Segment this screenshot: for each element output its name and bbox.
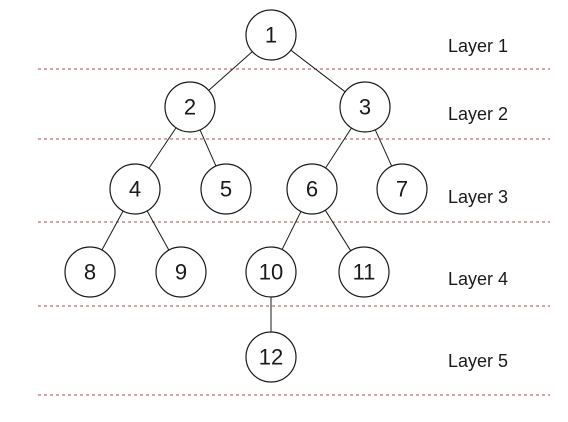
node-circle: [155, 246, 207, 298]
layer-label-3: Layer 3: [448, 187, 508, 207]
tree-node-3: 3: [339, 81, 391, 133]
layer-dividers: [38, 68, 550, 396]
layer-label-2: Layer 2: [448, 104, 508, 124]
node-label: 6: [306, 177, 318, 202]
node-circle: [339, 81, 391, 133]
layer-label-5: Layer 5: [448, 351, 508, 371]
node-label: 1: [265, 23, 277, 48]
tree-node-6: 6: [286, 163, 338, 215]
tree-node-12: 12: [245, 331, 297, 383]
node-label: 10: [259, 260, 283, 285]
node-label: 8: [84, 260, 96, 285]
node-label: 9: [175, 260, 187, 285]
tree-node-11: 11: [338, 246, 390, 298]
node-circle: [286, 163, 338, 215]
tree-node-5: 5: [200, 163, 252, 215]
node-circle: [64, 246, 116, 298]
tree-node-1: 1: [245, 9, 297, 61]
node-circle: [245, 246, 297, 298]
node-label: 3: [359, 95, 371, 120]
tree-node-7: 7: [376, 163, 428, 215]
edge-n3-n6: [325, 127, 352, 169]
node-label: 5: [220, 177, 232, 202]
edge-n2-n5: [199, 129, 217, 167]
layer-label-1: Layer 1: [448, 36, 508, 56]
layer-label-4: Layer 4: [448, 269, 508, 289]
edge-n4-n9: [146, 210, 170, 251]
node-circle: [338, 246, 390, 298]
tree-node-4: 4: [109, 163, 161, 215]
node-label: 7: [396, 177, 408, 202]
node-circle: [245, 9, 297, 61]
node-label: 11: [353, 260, 376, 285]
tree-node-9: 9: [155, 246, 207, 298]
node-circle: [376, 163, 428, 215]
node-label: 2: [184, 95, 196, 120]
edge-n6-n11: [324, 209, 352, 252]
tree-node-2: 2: [164, 81, 216, 133]
edge-n6-n10: [281, 211, 302, 250]
edge-n1-n3: [290, 49, 346, 93]
edge-n1-n2: [208, 51, 253, 91]
edge-n3-n7: [374, 129, 393, 167]
edge-n4-n8: [101, 210, 124, 251]
tree-edges: [101, 49, 393, 332]
node-label: 12: [259, 345, 283, 370]
node-circle: [109, 163, 161, 215]
tree-node-8: 8: [64, 246, 116, 298]
tree-node-10: 10: [245, 246, 297, 298]
node-circle: [245, 331, 297, 383]
node-circle: [164, 81, 216, 133]
layer-labels: Layer 1 Layer 2 Layer 3 Layer 4 Layer 5: [448, 36, 508, 371]
edge-n2-n4: [148, 127, 177, 169]
node-circle: [200, 163, 252, 215]
node-label: 4: [129, 177, 141, 202]
